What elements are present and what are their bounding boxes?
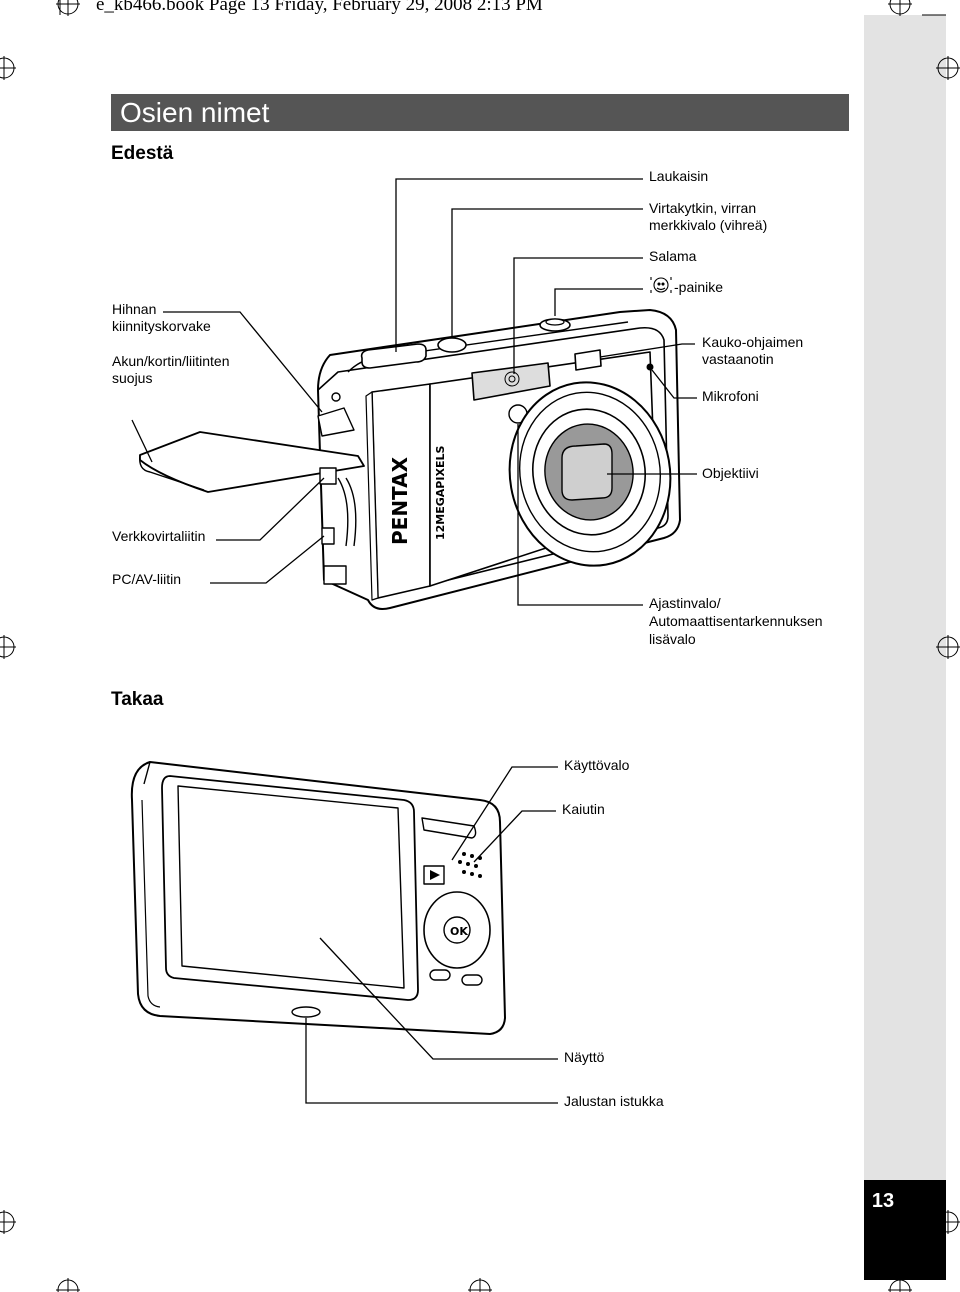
side-tab bbox=[864, 15, 946, 1280]
front-model-text: 12MEGAPIXELS bbox=[434, 446, 447, 540]
label-display: Näyttö bbox=[564, 1049, 605, 1065]
label-cover-1: Akun/kortin/liitinten bbox=[112, 353, 230, 369]
label-timer-1: Ajastinvalo/ bbox=[649, 595, 721, 611]
label-mic: Mikrofoni bbox=[702, 388, 759, 404]
label-face-button: -painike bbox=[674, 279, 724, 295]
back-leader-lines bbox=[305, 766, 558, 1104]
title-bar bbox=[111, 94, 849, 131]
label-indicator: Käyttövalo bbox=[564, 757, 630, 773]
label-power-1: Virtakytkin, virran bbox=[649, 200, 757, 216]
label-dc-in: Verkkovirtaliitin bbox=[112, 528, 206, 544]
front-heading: Edestä bbox=[111, 143, 174, 164]
label-timer-3: lisävalo bbox=[649, 631, 696, 647]
label-flash: Salama bbox=[649, 248, 697, 264]
label-power-2: merkkivalo (vihreä) bbox=[649, 217, 768, 233]
label-pc-av: PC/AV-liitin bbox=[112, 571, 181, 587]
back-heading: Takaa bbox=[111, 689, 164, 710]
face-detection-icon bbox=[650, 277, 672, 293]
label-strap-1: Hihnan bbox=[112, 301, 157, 317]
label-cover-2: suojus bbox=[112, 370, 153, 386]
label-speaker: Kaiutin bbox=[562, 801, 605, 817]
label-strap-2: kiinnityskorvake bbox=[112, 318, 211, 334]
front-leader-lines bbox=[131, 178, 697, 606]
label-shutter: Laukaisin bbox=[649, 168, 709, 184]
label-remote-2: vastaanotin bbox=[702, 351, 774, 367]
running-header: e_kb466.book Page 13 Friday, February 29… bbox=[96, 0, 543, 15]
ok-button-text: OK bbox=[450, 925, 468, 938]
page-number: 13 bbox=[871, 1190, 895, 1212]
front-camera bbox=[139, 309, 681, 610]
page-number-box bbox=[864, 1180, 946, 1280]
front-brand: PENTAX bbox=[388, 456, 412, 545]
label-lens: Objektiivi bbox=[702, 465, 759, 481]
page-title: Osien nimet bbox=[120, 97, 270, 128]
label-remote-1: Kauko-ohjaimen bbox=[702, 334, 804, 350]
label-tripod: Jalustan istukka bbox=[564, 1093, 664, 1109]
back-camera bbox=[130, 761, 506, 1035]
label-timer-2: Automaattisentarkennuksen bbox=[649, 613, 823, 629]
